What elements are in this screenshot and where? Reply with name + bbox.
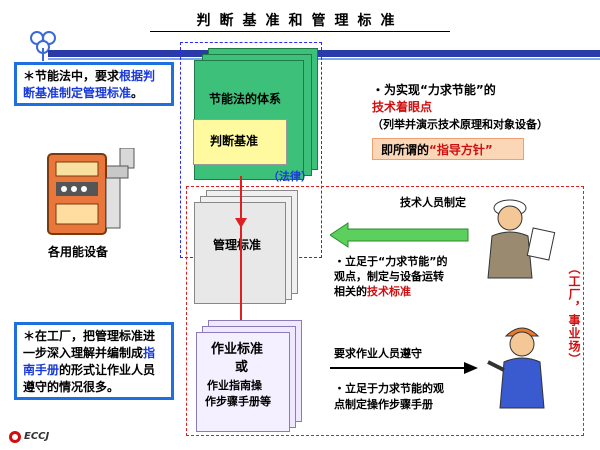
guideline-prefix: 即所谓的 [381, 143, 430, 157]
law-system-label: 节能法的体系 [209, 92, 282, 106]
green-arrow-icon [330, 222, 469, 248]
note-top-highlight: 根据判断基准制定管理标准 [23, 69, 156, 100]
equipment-icon [47, 148, 135, 235]
criteria-box: 判断基准 [193, 119, 287, 165]
header-bar-light [48, 58, 600, 60]
work-standard-line3: 作业指南操 [207, 379, 262, 392]
work-standard-line2: 或 [235, 360, 249, 375]
note-bottom-suffix: 的形式让作业人员遵守的情况很多。 [23, 363, 156, 394]
point2-line3b: 技术标准 [367, 285, 411, 298]
equipment-label: 各用能设备 [48, 245, 109, 259]
flow-arrow-icon [235, 176, 247, 334]
point1-highlight: 技术着眼点 [372, 100, 433, 114]
guideline-box: 即所谓的“指导方针” [372, 138, 524, 160]
black-arrow-icon [330, 362, 478, 374]
point3-line1: ・立足于力求节能的观 [334, 382, 444, 395]
note-top-box: ＊节能法中，要求根据判断基准制定管理标准。 [14, 62, 174, 106]
note-bottom-prefix: ＊在工厂，把管理标准进一步深入理解并编制成 [23, 329, 156, 360]
note-bottom-box: ＊在工厂，把管理标准进一步深入理解并编制成指南手册的形式让作业人员遵守的情况很多… [14, 322, 174, 400]
guideline-highlight: “指导方针” [429, 143, 493, 157]
work-standard-line1: 作业标准 [211, 342, 264, 357]
criteria-label: 判断基准 [210, 134, 259, 148]
note-bottom-highlight: 指南手册 [23, 346, 156, 377]
worker-label: 要求作业人员遵守 [334, 347, 422, 360]
clover-icon [30, 31, 56, 61]
point3-line2: 点制定操作步骤手册 [334, 398, 433, 411]
title-underline [150, 31, 450, 32]
mgmt-standard-label: 管理标准 [213, 238, 262, 252]
engineer-icon [487, 199, 556, 279]
factory-dashed-frame [186, 186, 584, 436]
eccj-logo: ECCJ [24, 431, 50, 442]
point2-line3a: 相关的 [334, 285, 367, 298]
worker-icon [487, 327, 545, 409]
page-title: 判断基准和管理标准 [196, 13, 404, 29]
factory-tag: （工厂，事业场） [567, 262, 581, 366]
point2-line3: 相关的技术标准 [334, 283, 411, 300]
note-top-prefix: ＊节能法中，要求 [23, 69, 120, 83]
point2-line2: 观点，制定与设备运转 [334, 270, 444, 283]
tech-person-label: 技术人员制定 [400, 196, 466, 209]
work-doc-front: 作业标准 或 作业指南操 作步骤手册等 [196, 332, 290, 432]
point1-bullet: ・为实现“力求节能”的 [372, 83, 496, 97]
note-top-suffix: 。 [131, 86, 144, 100]
point2-line1: ・立足于“力求节能”的 [334, 255, 448, 268]
header-bar [48, 50, 600, 57]
work-standard-line4: 作步骤手册等 [205, 395, 271, 408]
law-doc-front: 节能法的体系 判断基准 [193, 60, 304, 180]
eccj-logo-icon [9, 431, 21, 443]
point1-sub: （列举并演示技术原理和对象设备） [372, 118, 548, 131]
law-tag: （法律） [268, 170, 312, 183]
